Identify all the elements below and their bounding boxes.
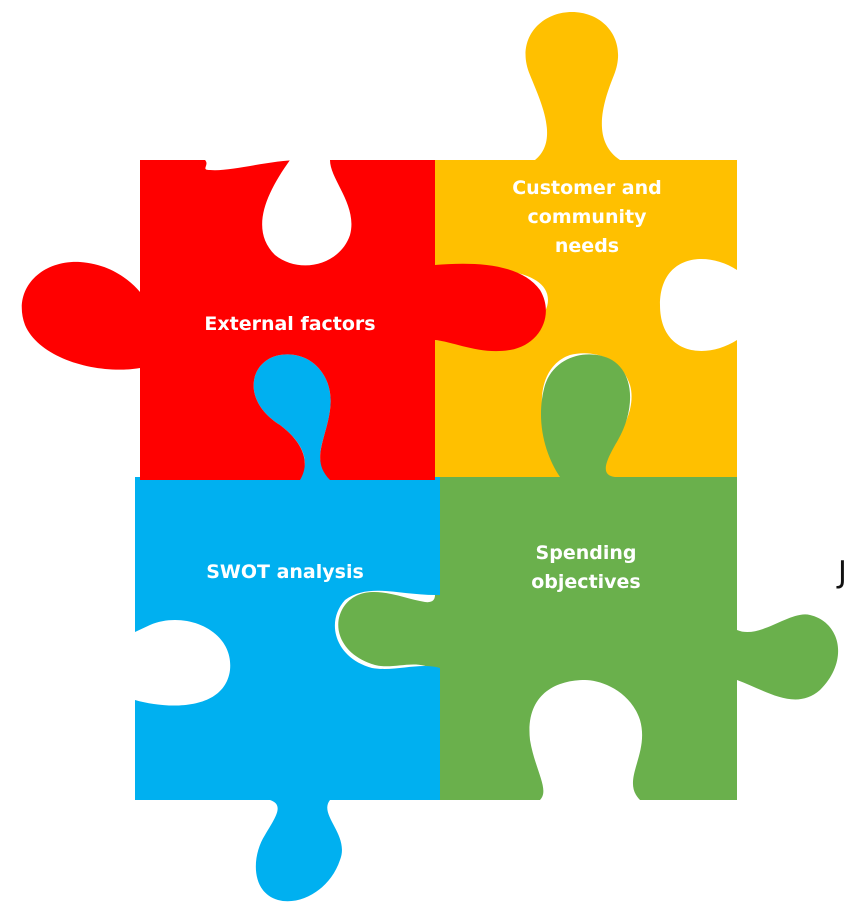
label-customer-line-2: community [528, 206, 648, 228]
external-factors-notch [262, 160, 352, 266]
puzzle-piece-spending-objectives [338, 354, 839, 800]
puzzle-piece-customer-community-needs [435, 12, 737, 480]
puzzle-piece-external-factors [21, 160, 546, 480]
piece-labels: External factors Customer and community nee… [204, 177, 661, 593]
label-swot-line-1: SWOT analysis [206, 561, 364, 583]
label-customer-line-3: needs [555, 235, 619, 257]
stray-glyph: J [836, 555, 847, 590]
label-customer-line-1: Customer and [512, 177, 662, 199]
label-external-line-1: External factors [204, 313, 375, 335]
label-spending-line-2: objectives [531, 571, 641, 593]
puzzle-piece-swot-analysis [135, 354, 440, 902]
label-spending-line-1: Spending [536, 542, 637, 564]
